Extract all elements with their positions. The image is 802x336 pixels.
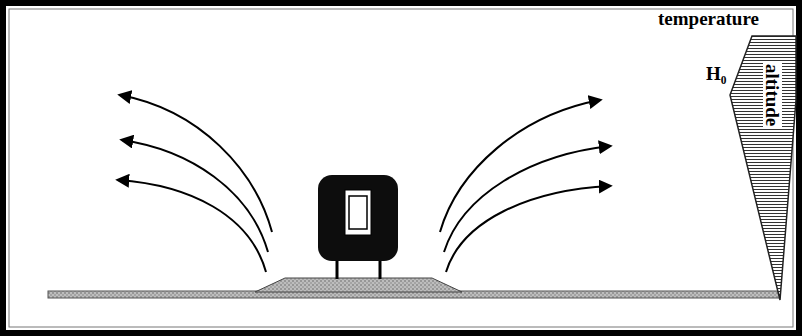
outer-frame [3,3,799,333]
axis-title: temperature [658,9,759,28]
train [318,175,398,279]
temperature-profile [730,36,796,300]
airflow-arrows-left [118,95,272,272]
axis-title: altitude [763,62,782,128]
airflow-arrows-right [440,100,610,272]
height-marker: H₀ [706,64,726,83]
inner-frame [9,9,793,327]
embankment [255,278,462,292]
